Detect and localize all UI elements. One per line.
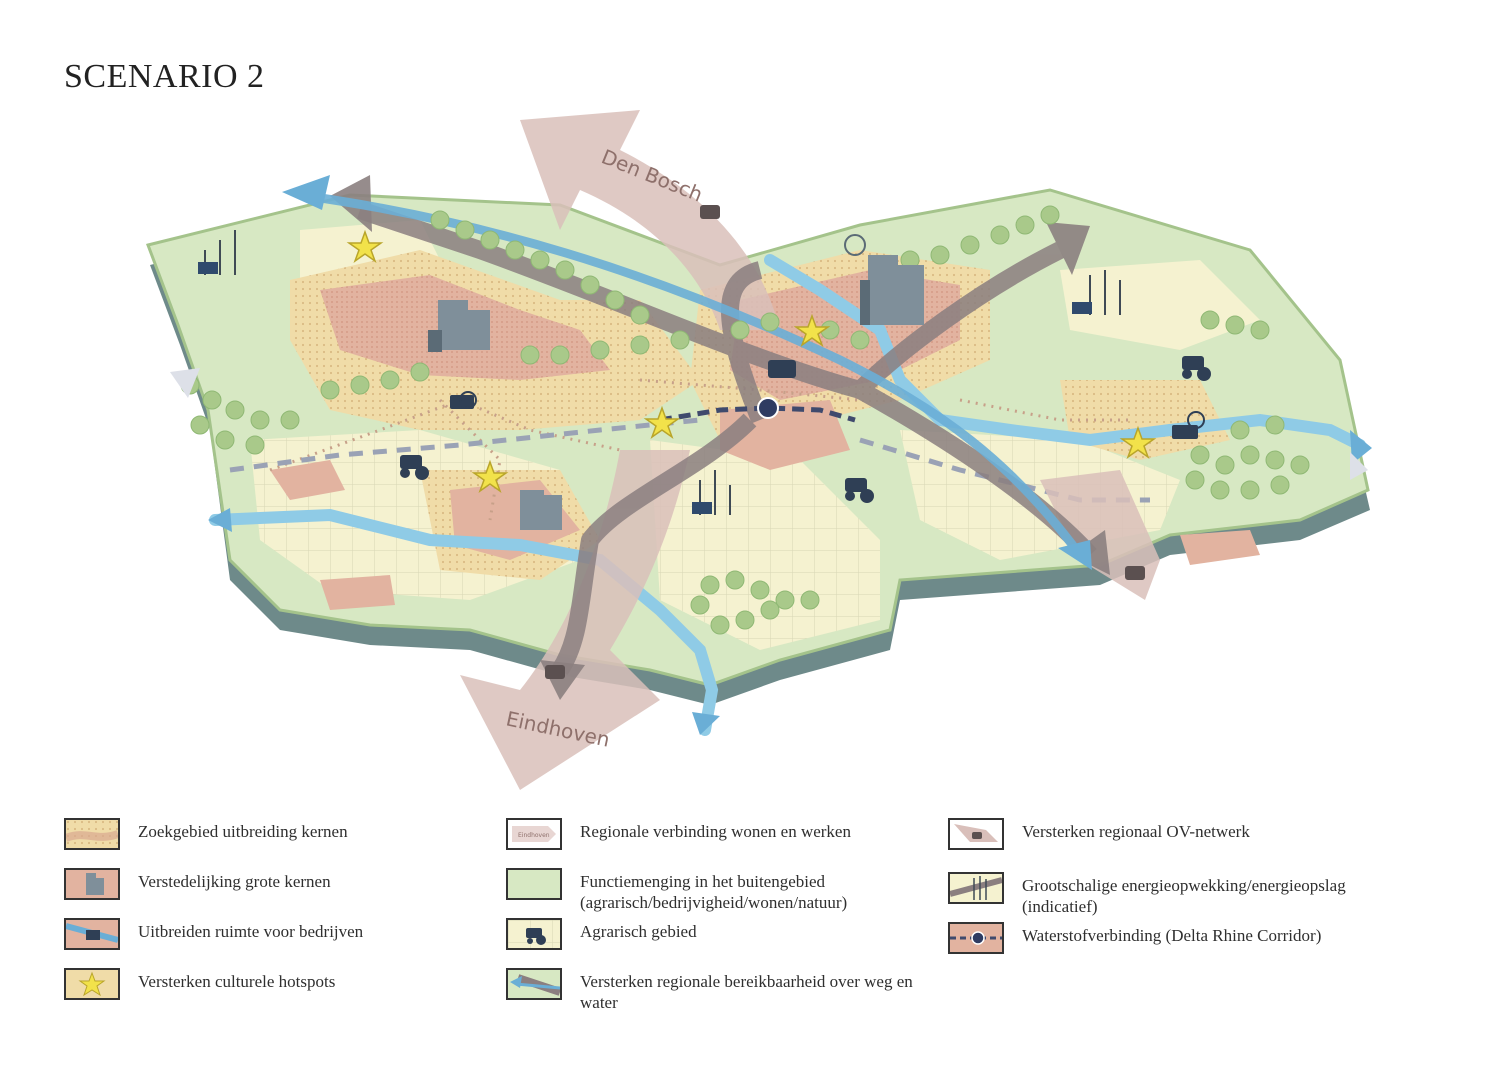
- page-title: SCENARIO 2: [64, 58, 265, 95]
- mixed-rural-swatch: [506, 868, 562, 900]
- hydrogen-swatch: [948, 922, 1004, 954]
- industry-swatch: [64, 918, 120, 950]
- side-arrow-east: [1350, 452, 1368, 480]
- water-arrowheads: [208, 175, 1372, 735]
- region-arrow-swatch: Eindhoven: [506, 818, 562, 850]
- building-icon-south: [520, 490, 562, 530]
- star-icon: [346, 229, 1157, 493]
- legend-item-mixed-rural: Functiemenging in het buitengebied (agra…: [506, 868, 940, 913]
- industry-icon: [450, 360, 1205, 439]
- side-arrow-west: [170, 368, 200, 398]
- wind-turbine-swatch: [948, 872, 1004, 904]
- city-building-swatch: [64, 868, 120, 900]
- road-arrows: [357, 201, 1097, 675]
- search-area-swatch: [64, 818, 120, 850]
- building-icon-west: [428, 300, 490, 352]
- legend-item-road-water: Versterken regionale bereikbaarheid over…: [506, 968, 940, 1013]
- legend-item-search-area: Zoekgebied uitbreiding kernen: [64, 818, 348, 850]
- solar-panel-icon: [198, 262, 1092, 514]
- tractor-swatch: [506, 918, 562, 950]
- scenario-map: Den Bosch Eindhoven: [146, 110, 1372, 790]
- dashed-link: [229, 417, 701, 473]
- local-links: [269, 378, 1130, 521]
- region-arrow-north: [520, 110, 780, 330]
- legend-item-city: Verstedelijking grote kernen: [64, 868, 331, 900]
- road-water-arrow-swatch: [506, 968, 562, 1000]
- legend-item-region-arrow: Eindhoven Regionale verbinding wonen en …: [506, 818, 851, 850]
- legend-item-hydrogen: Waterstofverbinding (Delta Rhine Corrido…: [948, 922, 1321, 954]
- bus-icon: [545, 205, 1145, 679]
- building-icon-north: [844, 234, 924, 325]
- legend-item-star: Versterken culturele hotspots: [64, 968, 335, 1000]
- legend-item-bus: Versterken regionaal OV-netwerk: [948, 818, 1250, 850]
- swatch-mini-label: Eindhoven: [518, 832, 550, 839]
- legend-item-industry: Uitbreiden ruimte voor bedrijven: [64, 918, 363, 950]
- legend-item-agri: Agrarisch gebied: [506, 918, 697, 950]
- trees: [180, 205, 1310, 635]
- dashed-link-east: [859, 437, 1150, 503]
- hydrogen-node: [757, 397, 779, 419]
- hydrogen-line: [659, 405, 856, 423]
- bus-arrow-swatch: [948, 818, 1004, 850]
- star-swatch: [64, 968, 120, 1000]
- legend-item-energy: Grootschalige energieopwekking/energieop…: [948, 872, 1382, 917]
- tractor-icon: [400, 356, 1211, 503]
